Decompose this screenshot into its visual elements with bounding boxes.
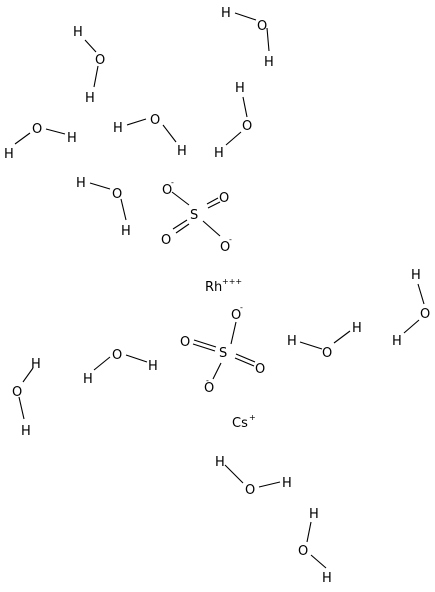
oxygen-atom: O — [112, 348, 122, 363]
oxygen-atom: O — [255, 362, 265, 377]
hydrogen-atom: H — [121, 224, 131, 239]
rhodium-ion: Rh +++ — [205, 277, 242, 295]
oxygen-atom: O — [204, 381, 214, 396]
cesium-atom: Cs — [232, 416, 248, 431]
hydrogen-atom: H — [214, 146, 224, 161]
cesium-ion: Cs + — [232, 413, 256, 431]
hydrogen-atom: H — [31, 357, 41, 372]
water-molecule: H O H — [215, 455, 292, 498]
hydrogen-atom: H — [221, 6, 231, 21]
rhodium-charge: +++ — [222, 277, 242, 286]
hydrogen-atom: H — [67, 131, 77, 146]
oxygen-atom: O — [162, 183, 172, 198]
oxygen-atom: O — [231, 308, 241, 323]
hydrogen-atom: H — [235, 81, 245, 96]
hydrogen-atom: H — [4, 147, 14, 162]
oxygen-atom: O — [150, 113, 160, 128]
hydrogen-atom: H — [411, 268, 421, 283]
hydrogen-atom: H — [322, 571, 332, 586]
rhodium-atom: Rh — [205, 280, 222, 295]
oxygen-atom: O — [220, 240, 230, 255]
hydrogen-atom: H — [21, 424, 31, 439]
sulfur-atom: S — [190, 208, 198, 223]
hydrogen-atom: H — [282, 476, 292, 491]
water-molecule: H O H — [73, 25, 105, 106]
negative-charge: - — [240, 303, 243, 312]
water-molecule: H O H — [76, 176, 131, 239]
oxygen-atom: O — [112, 187, 122, 202]
hydrogen-atom: H — [392, 334, 402, 349]
water-molecule: H O H — [214, 81, 252, 161]
water-molecule: H O H — [12, 357, 41, 439]
hydrogen-atom: H — [73, 25, 83, 40]
negative-charge: - — [229, 235, 232, 244]
oxygen-atom: O — [32, 122, 42, 137]
oxygen-atom: O — [180, 335, 190, 350]
water-molecule: H O H — [113, 113, 187, 159]
hydrogen-atom: H — [113, 121, 123, 136]
hydrogen-atom: H — [148, 359, 158, 374]
water-molecule: H O H — [392, 268, 430, 349]
oxygen-atom: O — [161, 233, 171, 248]
sulfur-atom: S — [219, 346, 227, 361]
water-molecule: H O H — [298, 507, 332, 586]
hydrogen-atom: H — [215, 455, 225, 470]
oxygen-atom: O — [219, 191, 229, 206]
hydrogen-atom: H — [177, 144, 187, 159]
hydrogen-atom: H — [287, 334, 297, 349]
oxygen-atom: O — [242, 119, 252, 134]
oxygen-atom: O — [245, 483, 255, 498]
sulfate-ion: O - O S O O - — [180, 303, 265, 396]
oxygen-atom: O — [420, 307, 430, 322]
hydrogen-atom: H — [76, 176, 86, 191]
hydrogen-atom: H — [352, 321, 362, 336]
cesium-charge: + — [249, 413, 256, 422]
oxygen-atom: O — [298, 544, 308, 559]
oxygen-atom: O — [95, 53, 105, 68]
hydrogen-atom: H — [83, 372, 93, 387]
negative-charge: - — [206, 376, 209, 385]
water-molecule: H O H — [287, 321, 362, 361]
negative-charge: - — [171, 178, 174, 187]
hydrogen-atom: H — [264, 55, 274, 70]
hydrogen-atom: H — [85, 91, 95, 106]
hydrogen-atom: H — [309, 507, 319, 522]
sulfate-ion: O - O S O O - — [161, 178, 232, 255]
water-molecule: H O H — [221, 6, 274, 70]
water-molecule: H O H — [4, 122, 77, 162]
oxygen-atom: O — [322, 346, 332, 361]
oxygen-atom: O — [257, 19, 267, 34]
oxygen-atom: O — [12, 385, 22, 400]
water-molecule: H O H — [83, 348, 158, 387]
